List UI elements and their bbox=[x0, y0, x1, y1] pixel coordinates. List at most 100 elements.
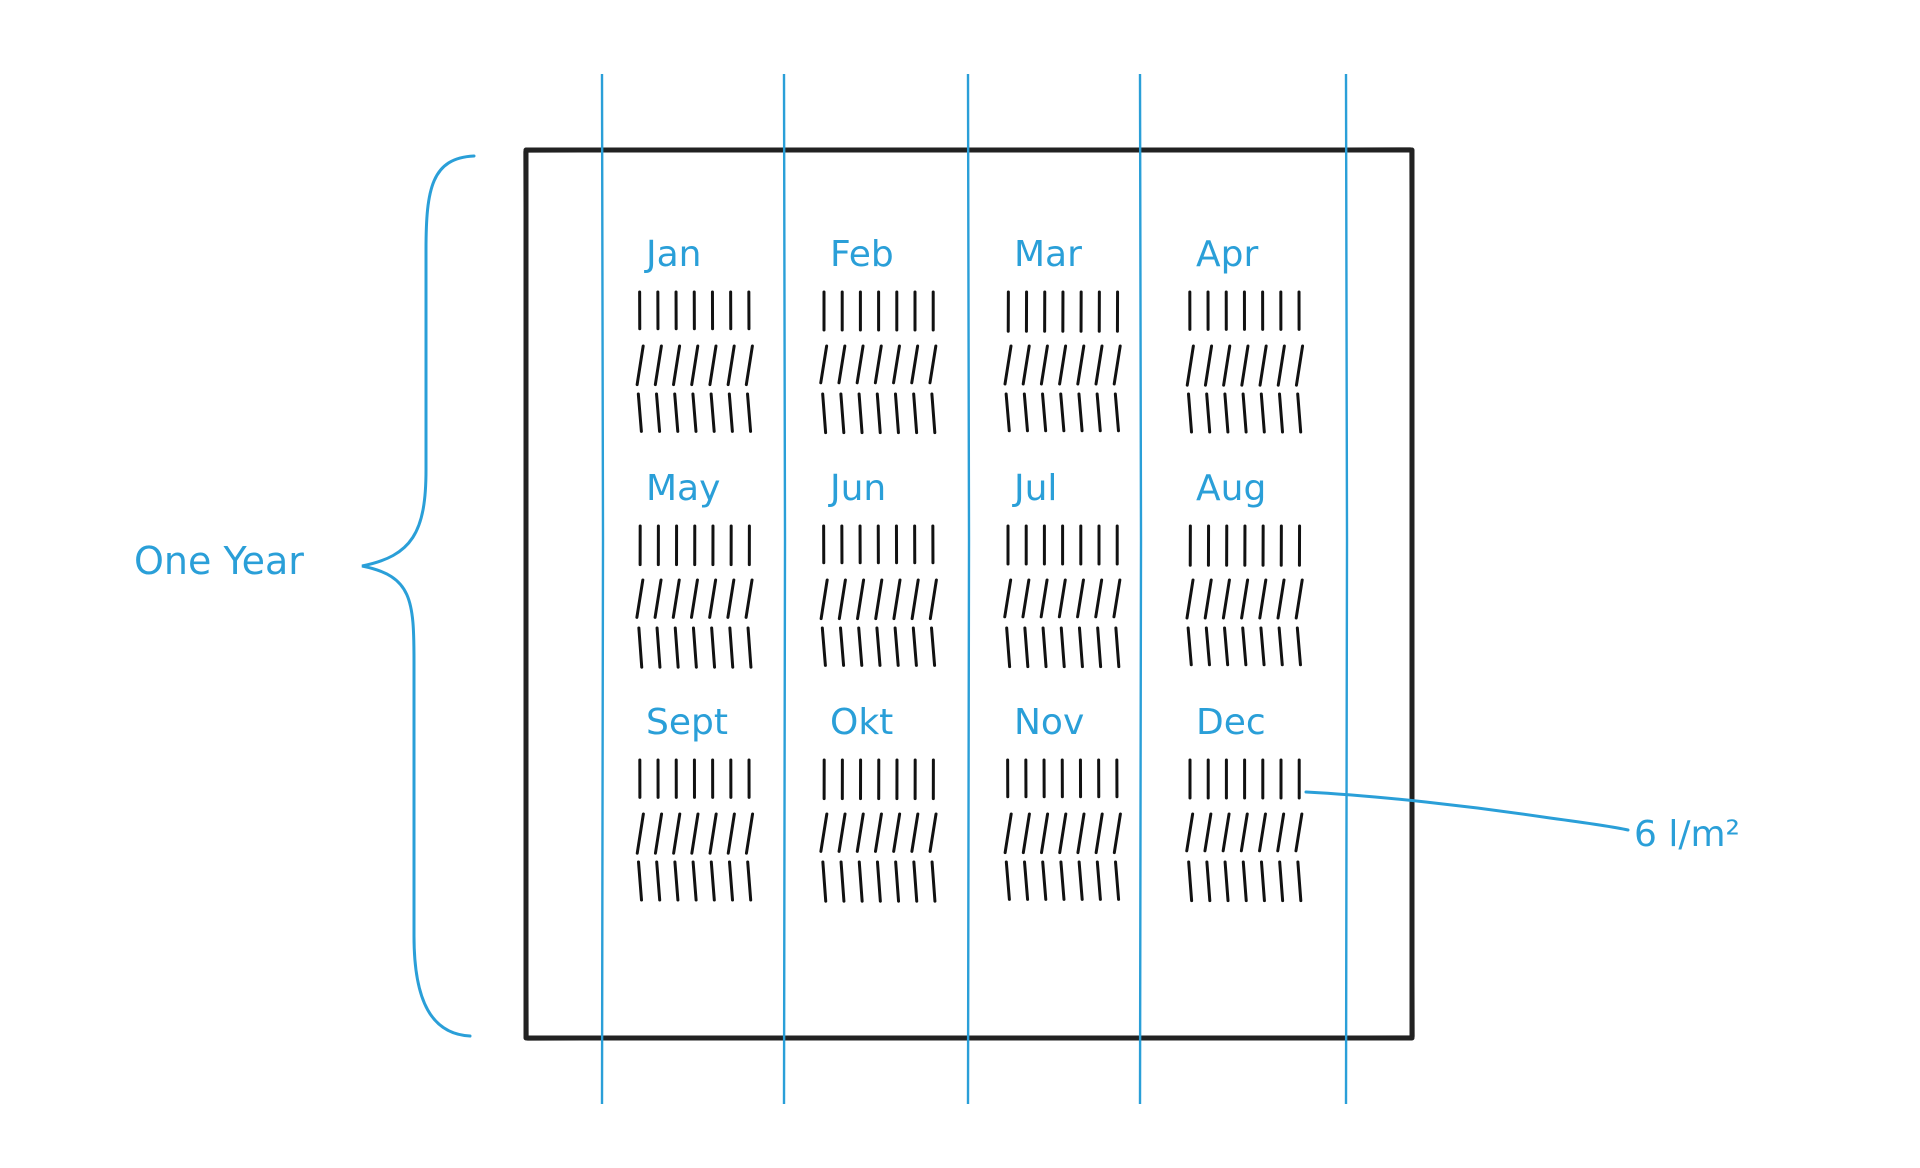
tally-mark bbox=[730, 628, 733, 667]
tally-mark bbox=[1225, 394, 1228, 432]
tally-mark bbox=[1042, 814, 1048, 853]
tally-mark bbox=[1223, 580, 1229, 618]
tally-mark bbox=[693, 628, 696, 667]
tally-mark bbox=[657, 394, 660, 431]
tally-mark bbox=[1061, 628, 1064, 667]
tally-mark bbox=[746, 580, 752, 617]
tally-mark bbox=[1261, 628, 1264, 665]
tally-mark bbox=[895, 628, 898, 665]
month-block: Dec bbox=[1187, 702, 1302, 901]
tally-mark bbox=[1260, 580, 1266, 618]
tally-mark bbox=[1043, 394, 1046, 431]
tally-mark bbox=[1061, 862, 1064, 899]
column-guide-line bbox=[602, 74, 603, 1104]
month-block: Nov bbox=[1005, 702, 1120, 899]
tally-mark bbox=[711, 862, 714, 900]
tally-mark bbox=[1025, 628, 1028, 667]
tally-mark bbox=[1078, 814, 1084, 853]
tally-mark bbox=[710, 814, 716, 853]
tally-mark bbox=[655, 346, 661, 385]
tally-mark bbox=[1061, 394, 1064, 431]
tally-mark bbox=[1187, 580, 1193, 618]
tally-mark bbox=[746, 814, 752, 853]
brace-label: One Year bbox=[134, 539, 304, 583]
tally-mark bbox=[1006, 862, 1009, 899]
tally-mark bbox=[1280, 862, 1283, 901]
tally-mark bbox=[730, 862, 733, 900]
tally-mark bbox=[1298, 862, 1301, 901]
tally-mark bbox=[691, 580, 697, 617]
tally-mark bbox=[637, 346, 643, 385]
tally-mark bbox=[912, 346, 918, 383]
month-label: Feb bbox=[830, 234, 894, 275]
tally-mark bbox=[894, 814, 900, 851]
tally-mark bbox=[1278, 346, 1284, 385]
tally-mark bbox=[1296, 814, 1302, 851]
tally-mark bbox=[859, 394, 862, 433]
tally-mark bbox=[930, 346, 936, 383]
month-label: Jul bbox=[1012, 468, 1057, 509]
tally-mark bbox=[839, 346, 845, 383]
tally-mark bbox=[712, 628, 715, 667]
tally-mark bbox=[914, 862, 917, 901]
column-guide-line bbox=[968, 74, 969, 1104]
tally-mark bbox=[1241, 814, 1247, 851]
tally-mark bbox=[932, 628, 935, 665]
tally-mark bbox=[877, 394, 880, 433]
tally-mark bbox=[1005, 580, 1011, 617]
tally-mark bbox=[822, 628, 825, 665]
month-label: Mar bbox=[1014, 234, 1082, 275]
tally-mark bbox=[1060, 346, 1066, 384]
month-block: May bbox=[637, 468, 752, 667]
column-guide-line bbox=[784, 74, 785, 1104]
tally-mark bbox=[1187, 346, 1193, 385]
tally-mark bbox=[746, 346, 752, 385]
tally-mark bbox=[841, 628, 844, 665]
tally-mark bbox=[1188, 628, 1191, 665]
month-block: Okt bbox=[821, 702, 936, 901]
month-label: May bbox=[646, 468, 720, 509]
tally-mark bbox=[748, 862, 751, 900]
tally-mark bbox=[692, 814, 698, 853]
tally-mark bbox=[1060, 814, 1066, 853]
tally-mark bbox=[821, 580, 827, 619]
tally-mark bbox=[675, 862, 678, 900]
column-guide-line bbox=[1346, 74, 1347, 1104]
tally-mark bbox=[657, 628, 660, 667]
tally-mark bbox=[710, 580, 716, 617]
tally-mark bbox=[896, 862, 899, 901]
tally-mark bbox=[912, 580, 918, 619]
tally-mark bbox=[1243, 862, 1246, 901]
tally-mark bbox=[875, 814, 881, 851]
tally-mark bbox=[1025, 862, 1028, 899]
month-block: Jan bbox=[637, 234, 752, 431]
tally-mark bbox=[1114, 580, 1120, 617]
tally-mark bbox=[859, 862, 862, 901]
tally-mark bbox=[1279, 628, 1282, 665]
tally-mark bbox=[1189, 862, 1192, 901]
tally-mark bbox=[728, 580, 734, 617]
tally-mark bbox=[655, 814, 661, 853]
tally-mark bbox=[1297, 628, 1300, 665]
tally-mark bbox=[1005, 346, 1011, 384]
tally-mark bbox=[857, 814, 863, 851]
tally-mark bbox=[637, 814, 643, 853]
tally-mark bbox=[932, 394, 935, 433]
tally-mark bbox=[930, 814, 936, 851]
tally-mark bbox=[1243, 394, 1246, 432]
tally-mark bbox=[1242, 346, 1248, 385]
tally-mark bbox=[1224, 346, 1230, 385]
tally-mark bbox=[711, 394, 714, 431]
tally-mark bbox=[710, 346, 716, 385]
tally-mark bbox=[1116, 862, 1119, 899]
tally-mark bbox=[1205, 346, 1211, 385]
tally-mark bbox=[1207, 394, 1210, 432]
column-guide-line bbox=[1140, 74, 1141, 1104]
tally-mark bbox=[1206, 628, 1209, 665]
tally-mark bbox=[1043, 862, 1046, 899]
month-label: Jan bbox=[644, 234, 702, 275]
tally-mark bbox=[693, 394, 696, 431]
tally-mark bbox=[1205, 580, 1211, 618]
